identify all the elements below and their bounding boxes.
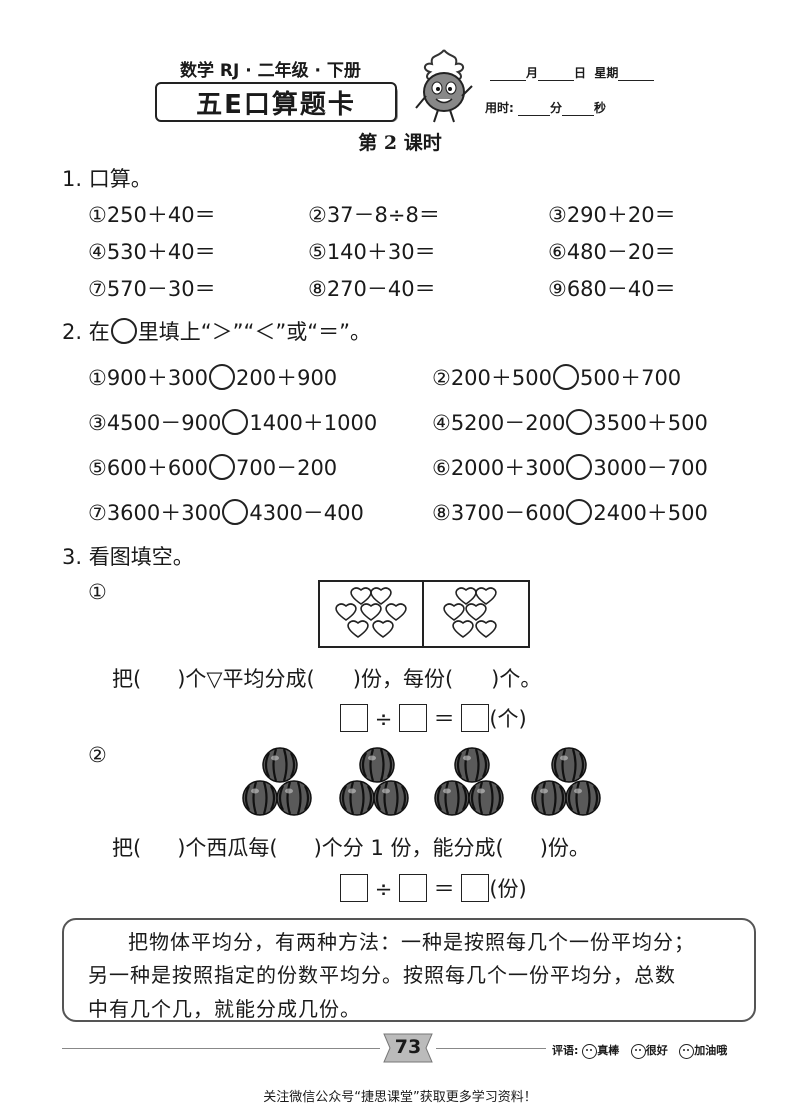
compare-circle-blank[interactable]	[222, 499, 249, 525]
q1-item: ②37－8÷8＝	[308, 203, 440, 227]
heart-icon	[360, 603, 382, 621]
tip-line-2: 另一种是按照指定的份数平均分。按照每几个一份平均分，总数	[88, 963, 676, 987]
q2-title: 2. 在里填上“＞”“＜”或“＝”。	[62, 318, 371, 344]
q1-item: ③290＋20＝	[548, 203, 676, 227]
tip-line-3: 中有几个几，就能分成几份。	[88, 997, 361, 1021]
answer-box[interactable]	[340, 704, 368, 732]
q1-item: ⑤140＋30＝	[308, 240, 436, 264]
mascot-illustration	[415, 49, 473, 123]
smile-face-icon	[630, 1043, 646, 1059]
answer-box[interactable]	[398, 704, 427, 732]
q1-item: ⑨680－40＝	[548, 277, 676, 301]
footer-divider-left	[62, 1048, 380, 1049]
q1-item: ⑧270－40＝	[308, 277, 436, 301]
answer-box[interactable]	[461, 704, 490, 732]
heart-icon	[465, 603, 487, 621]
watermelon-group	[433, 746, 505, 817]
cheer-face-icon	[679, 1043, 695, 1059]
evaluation-row: 评语: 真棒 很好 加油哦	[552, 1043, 728, 1059]
heart-icon	[372, 620, 394, 638]
heart-icon	[350, 587, 372, 605]
watermelon-group	[530, 746, 602, 817]
lesson-title: 第 2 课时	[358, 132, 442, 154]
q3-part1-equation: ÷ ＝ (个)	[340, 703, 527, 734]
q1-title: 1. 口算。	[62, 167, 152, 191]
answer-box[interactable]	[461, 874, 490, 902]
compare-circle-blank[interactable]	[566, 409, 593, 435]
q3-title: 3. 看图填空。	[62, 545, 194, 569]
q3-part2-equation: ÷ ＝ (份)	[340, 873, 527, 904]
smile-face-icon	[582, 1043, 598, 1059]
q3-part2-sentence: 把()个西瓜每()个分 1 份，能分成()份。	[112, 836, 590, 860]
heart-icon	[452, 620, 474, 638]
heart-icon	[455, 587, 477, 605]
heart-icon	[475, 587, 497, 605]
q1-item: ④530＋40＝	[88, 240, 216, 264]
date-line: 月日 星期	[490, 64, 655, 81]
heart-icon	[475, 620, 497, 638]
q3-part1-number: ①	[88, 580, 107, 604]
answer-box[interactable]	[398, 874, 427, 902]
page-number: 73	[394, 1036, 422, 1058]
watermelon-group	[241, 746, 313, 817]
bottom-promo-text: 关注微信公众号“捷思课堂”获取更多学习资料！	[263, 1090, 537, 1105]
heart-icon	[385, 603, 407, 621]
q1-item: ①250＋40＝	[88, 203, 216, 227]
hearts-groups-figure	[318, 580, 530, 648]
heart-icon	[347, 620, 369, 638]
time-line: 用时: 分秒	[485, 101, 607, 116]
footer-divider-right	[436, 1048, 546, 1049]
q3-part1-sentence: 把()个▽平均分成()份，每份()个。	[112, 667, 542, 691]
q1-item: ⑦570－30＝	[88, 277, 216, 301]
banner-title: 五E口算题卡	[155, 82, 397, 122]
compare-circle-icon	[110, 318, 137, 344]
tip-line-1: 把物体平均分，有两种方法：一种是按照每几个一份平均分；	[128, 930, 695, 954]
watermelon-group	[338, 746, 410, 817]
watermelon-groups-figure	[241, 746, 602, 817]
heart-icon	[370, 587, 392, 605]
compare-circle-blank[interactable]	[222, 409, 249, 435]
page-number-badge	[383, 1033, 433, 1063]
q3-part2-number: ②	[88, 743, 107, 767]
q1-item: ⑥480－20＝	[548, 240, 676, 264]
compare-circle-blank[interactable]	[209, 364, 235, 390]
heart-icon	[335, 603, 357, 621]
compare-circle-blank[interactable]	[566, 499, 593, 525]
compare-circle-blank[interactable]	[566, 454, 593, 480]
tip-box	[62, 918, 756, 1022]
heart-icon	[443, 603, 465, 621]
compare-circle-blank[interactable]	[553, 364, 579, 390]
subject-line: 数学 RJ · 二年级 · 下册	[180, 61, 361, 81]
answer-box[interactable]	[340, 874, 368, 902]
compare-circle-blank[interactable]	[209, 454, 235, 480]
